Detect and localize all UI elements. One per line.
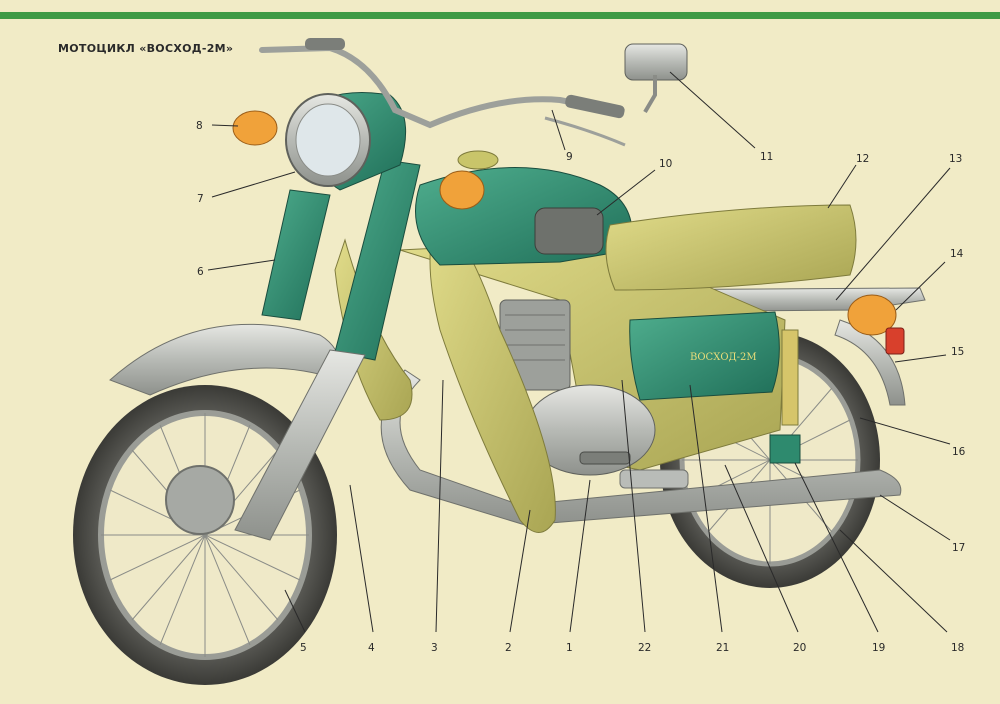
toolbox-cover: [629, 311, 780, 401]
callout-21: 21: [716, 642, 729, 654]
front-fender: [109, 323, 342, 396]
fork-right: [334, 159, 421, 361]
plate-title: МОТОЦИКЛ «ВОСХОД-2М»: [58, 42, 234, 55]
front-turn-signal-right: [439, 170, 485, 210]
tank-kneepad: [534, 207, 604, 255]
leg-shield: [429, 214, 556, 533]
top-stripe: [0, 12, 1000, 19]
handlebar-grip: [305, 38, 345, 50]
callout-numbers: 8 9 11 10 12 13 7 14 6 15 16 17 5 4 3 2 …: [196, 120, 966, 654]
mirror-stem: [643, 75, 657, 114]
callout-12: 12: [856, 153, 869, 165]
brake-lever: [544, 116, 626, 147]
callout-11: 11: [760, 151, 773, 163]
callout-14: 14: [950, 248, 964, 260]
mirror: [624, 43, 688, 81]
callout-9: 9: [566, 151, 573, 163]
footpeg: [619, 469, 689, 489]
callout-3: 3: [431, 642, 438, 654]
fork-left: [261, 189, 331, 321]
seat: [605, 204, 857, 291]
brake-pedal: [579, 451, 631, 465]
callout-10: 10: [659, 158, 672, 170]
rear-fender: [834, 319, 906, 406]
rear-shock-absorber: [781, 329, 799, 426]
callout-18: 18: [951, 642, 964, 654]
tail-light: [885, 327, 905, 355]
front-turn-signal-left: [232, 110, 278, 146]
fork-slider: [234, 349, 366, 541]
tank-badge: ВОСХОД-2М: [690, 352, 757, 363]
callout-7: 7: [197, 193, 204, 205]
leader-lines: [207, 71, 951, 633]
callout-6: 6: [197, 266, 204, 278]
fuel-cap: [457, 150, 499, 170]
front-wheel: [73, 385, 337, 685]
callout-17: 17: [952, 542, 965, 554]
callout-16: 16: [952, 446, 966, 458]
chain-guard: [769, 434, 801, 464]
callout-19: 19: [872, 642, 885, 654]
callout-13: 13: [949, 153, 962, 165]
right-grip: [565, 94, 625, 119]
callout-4: 4: [368, 642, 375, 654]
handlebar: [259, 44, 623, 129]
rear-turn-signal: [847, 294, 897, 336]
callout-20: 20: [793, 642, 806, 654]
callout-2: 2: [505, 642, 512, 654]
callout-5: 5: [300, 642, 307, 654]
callout-8: 8: [196, 120, 203, 132]
callout-15: 15: [951, 346, 964, 358]
callout-22: 22: [638, 642, 651, 654]
callout-1: 1: [566, 642, 573, 654]
